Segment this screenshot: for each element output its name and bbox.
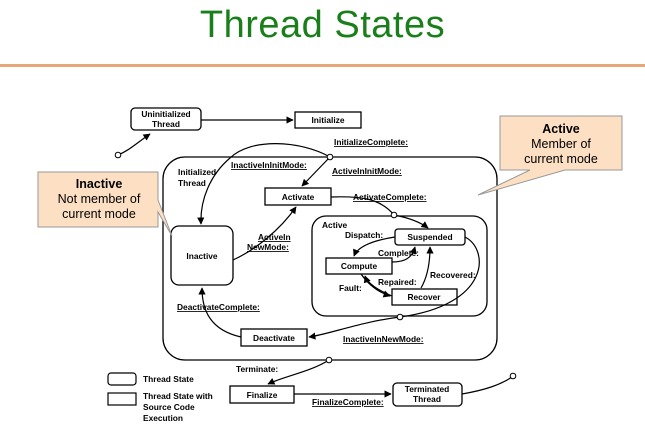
- active-in-init-mode-label: ActiveInInitMode:: [332, 166, 402, 176]
- suspended-state[interactable]: Suspended: [394, 228, 466, 246]
- finalize-complete-label: FinalizeComplete:: [312, 397, 384, 407]
- terminated-thread-state[interactable]: Terminated Thread: [392, 382, 463, 407]
- inactive-callout-title: Inactive: [76, 177, 123, 191]
- inactive-label: Inactive: [186, 251, 218, 261]
- initial-pseudostate: [114, 151, 122, 159]
- initialized-thread-label-2: Thread: [178, 178, 206, 188]
- dispatch-label: Dispatch:: [345, 230, 383, 240]
- activate-state[interactable]: Activate: [264, 187, 332, 206]
- initialized-thread-label-1: Initialized: [178, 167, 216, 177]
- legend-source-code-label-3: Execution: [143, 413, 183, 423]
- recovered-label: Recovered:: [430, 270, 476, 280]
- active-callout-line-2: current mode: [524, 152, 598, 166]
- legend-source-code-swatch: [107, 392, 137, 406]
- compute-state[interactable]: Compute: [325, 257, 393, 275]
- active-callout: Active Member of current mode: [477, 115, 623, 196]
- terminate-label: Terminate:: [236, 364, 278, 374]
- recover-label: Recover: [407, 292, 441, 302]
- terminated-thread-label-1: Terminated: [405, 384, 450, 394]
- uninitialized-thread-state[interactable]: Uninitialized Thread: [130, 107, 202, 131]
- activate-complete-label: ActivateComplete:: [353, 192, 427, 202]
- initialize-complete-label: InitializeComplete:: [334, 137, 408, 147]
- activate-label: Activate: [282, 192, 315, 202]
- inactive-state[interactable]: Inactive: [170, 225, 234, 286]
- terminate-junction: [325, 356, 333, 364]
- final-pseudostate: [509, 372, 517, 380]
- inactive-in-new-mode-label: InactiveInNewMode:: [343, 334, 424, 344]
- compute-label: Compute: [341, 261, 378, 271]
- active-in-new-mode-label-1: ActiveIn: [258, 232, 291, 242]
- deactivate-state[interactable]: Deactivate: [240, 328, 308, 347]
- legend-source-code-label-1: Thread State with: [143, 391, 213, 401]
- inactive-callout: Inactive Not member of current mode: [37, 171, 173, 237]
- fault-label: Fault:: [339, 283, 362, 293]
- deactivate-label: Deactivate: [253, 333, 295, 343]
- activate-complete-junction: [390, 211, 398, 219]
- active-in-new-mode-label-2: NewMode:: [247, 242, 289, 252]
- uninitialized-thread-label-1: Uninitialized: [141, 109, 190, 119]
- active-callout-line-1: Member of: [531, 137, 591, 151]
- active-callout-title: Active: [542, 122, 580, 136]
- legend-thread-state-swatch: [107, 372, 137, 386]
- complete-label: Complete:: [378, 248, 419, 258]
- finalize-label: Finalize: [247, 390, 278, 400]
- legend-source-code-label-2: Source Code: [143, 402, 195, 412]
- inactive-in-init-mode-label: InactiveInInitMode:: [231, 160, 307, 170]
- inactive-callout-line-2: current mode: [62, 207, 136, 221]
- finalize-state[interactable]: Finalize: [229, 385, 295, 404]
- inactive-in-new-mode-junction: [396, 313, 404, 321]
- inactive-callout-line-1: Not member of: [58, 192, 141, 206]
- initialize-label: Initialize: [311, 115, 344, 125]
- uninitialized-thread-label-2: Thread: [152, 119, 180, 129]
- transition-arrows: [117, 116, 513, 398]
- active-group-label: Active: [322, 220, 347, 230]
- title-divider: [0, 64, 645, 67]
- slide-title: Thread States: [199, 4, 446, 46]
- initialize-state[interactable]: Initialize: [294, 111, 362, 129]
- initialize-complete-junction: [326, 153, 334, 161]
- legend: Thread State Thread State with Source Co…: [107, 372, 213, 423]
- recover-state[interactable]: Recover: [391, 288, 458, 306]
- terminated-thread-label-2: Thread: [413, 394, 441, 404]
- deactivate-complete-label: DeactivateComplete:: [177, 302, 260, 312]
- suspended-label: Suspended: [407, 232, 452, 242]
- legend-thread-state-label: Thread State: [143, 374, 194, 384]
- repaired-label: Repaired:: [378, 277, 417, 287]
